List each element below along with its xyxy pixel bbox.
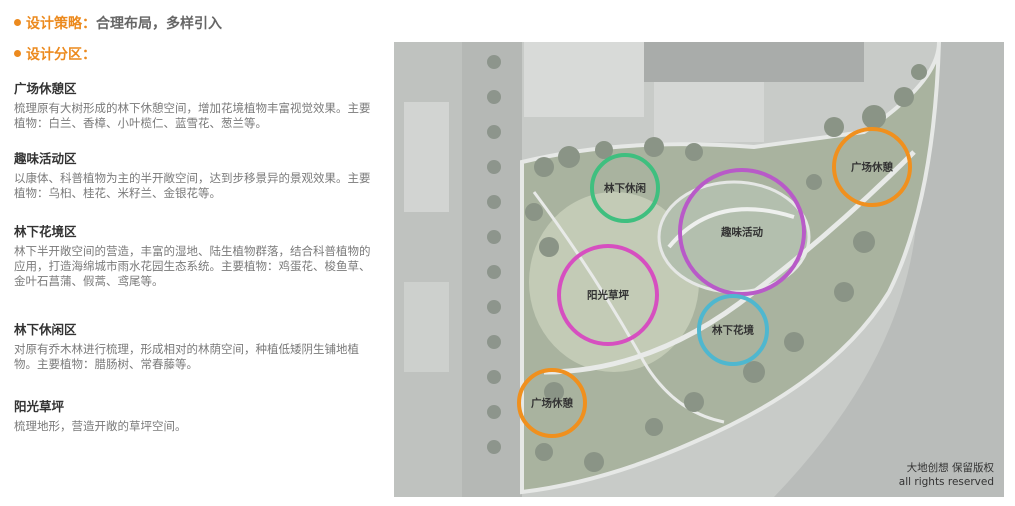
zone-desc: 梳理地形，营造开敞的草坪空间。 (14, 419, 187, 433)
text-panel: 设计策略：合理布局，多样引入 设计分区： 广场休憩区 梳理原有大树形成的林下休憩… (0, 0, 390, 506)
strategy-text: 合理布局，多样引入 (96, 16, 222, 32)
right-area (774, 42, 1004, 497)
zone-desc: 梳理原有大树形成的林下休憩空间，增加花境植物丰富视觉效果。主要植物：白兰、香樟、… (14, 101, 371, 130)
top-building (524, 42, 644, 117)
map-label-fun-activity: 趣味活动 (721, 226, 763, 239)
top-building-dark (644, 42, 864, 82)
map-label-plaza-bottom: 广场休憩 (531, 397, 573, 410)
zoning-heading: 设计分区： (14, 44, 96, 64)
map-label-forest-leisure: 林下休闲 (604, 182, 646, 195)
zone-ring-sunny-lawn (557, 244, 659, 346)
zone-plaza: 广场休憩区 梳理原有大树形成的林下休憩空间，增加花境植物丰富视觉效果。主要植物：… (14, 78, 379, 131)
zone-ring-forest-flower (697, 294, 769, 366)
copyright-credit: 大地创想 保留版权 all rights reserved (899, 461, 994, 489)
zone-title: 林下花境区 (14, 224, 77, 239)
street-trees (487, 55, 501, 454)
zone-title: 广场休憩区 (14, 81, 77, 96)
site-plan-drawing (394, 42, 1004, 497)
left-building (404, 102, 449, 212)
bullet-dot-icon (14, 18, 21, 26)
zone-ring-plaza-bottom (517, 368, 587, 438)
zone-ring-forest-leisure (590, 153, 660, 223)
bullet-dot-icon (14, 49, 21, 57)
strategy-heading: 设计策略：合理布局，多样引入 (14, 13, 222, 33)
zone-flower: 林下花境区 林下半开敞空间的营造，丰富的湿地、陆生植物群落，结合科普植物的应用，… (14, 221, 379, 289)
site-plan-map: 广场休憩 林下休闲 趣味活动 阳光草坪 林下花境 广场休憩 大地创想 保留版权 … (394, 42, 1004, 497)
zone-ring-fun-activity (678, 168, 806, 296)
map-label-sunny-lawn: 阳光草坪 (587, 289, 629, 302)
zone-desc: 对原有乔木林进行梳理，形成相对的林荫空间，种植低矮阴生铺地植物。主要植物：腊肠树… (14, 342, 359, 371)
map-label-forest-flower: 林下花境 (712, 324, 754, 337)
zone-title: 林下休闲区 (14, 322, 77, 337)
map-label-plaza-top: 广场休憩 (851, 161, 893, 174)
zone-lawn: 阳光草坪 梳理地形，营造开敞的草坪空间。 (14, 396, 379, 434)
zone-fun: 趣味活动区 以康体、科普植物为主的半开敞空间，达到步移景异的景观效果。主要植物：… (14, 148, 379, 201)
credit-line-en: all rights reserved (898, 476, 994, 488)
zone-title: 阳光草坪 (14, 399, 65, 414)
zone-desc: 以康体、科普植物为主的半开敞空间，达到步移景异的景观效果。主要植物：乌桕、桂花、… (14, 171, 371, 200)
zone-title: 趣味活动区 (14, 151, 77, 166)
zone-desc: 林下半开敞空间的营造，丰富的湿地、陆生植物群落，结合科普植物的应用，打造海绵城市… (14, 244, 371, 288)
park-trees (525, 64, 927, 472)
credit-line-cn: 大地创想 保留版权 (906, 462, 994, 474)
top-building (654, 82, 764, 142)
left-building (404, 282, 449, 372)
zone-leisure: 林下休闲区 对原有乔木林进行梳理，形成相对的林荫空间，种植低矮阴生铺地植物。主要… (14, 319, 379, 372)
zone-ring-plaza-top (832, 127, 912, 207)
